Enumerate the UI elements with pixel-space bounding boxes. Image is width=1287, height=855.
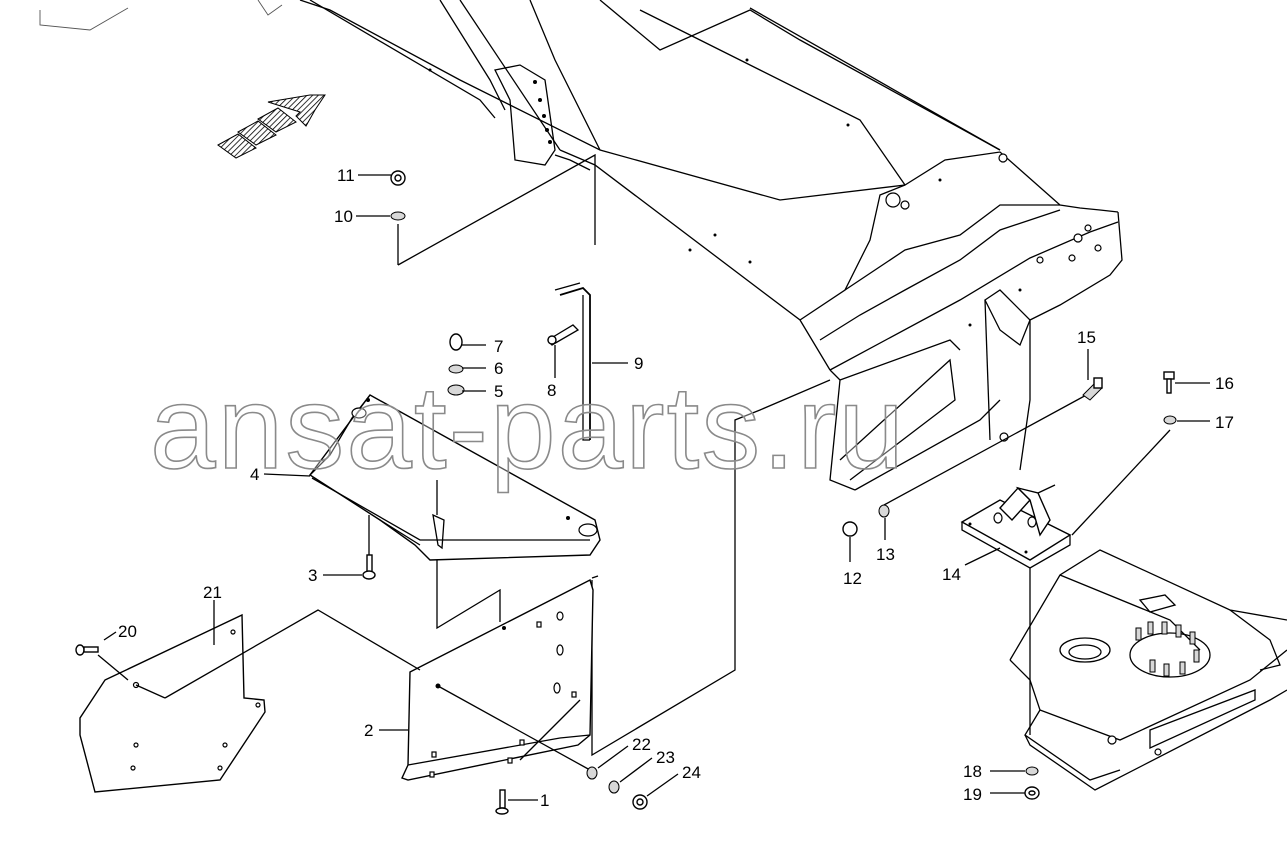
callout-14: 14 — [942, 565, 961, 584]
parts-15-16-17-hardware — [1082, 371, 1177, 425]
callout-4: 4 — [250, 465, 259, 484]
turntable-assembly — [1009, 549, 1287, 791]
callout-18: 18 — [963, 762, 982, 781]
parts-22-23-24-hardware — [437, 685, 648, 810]
callout-22: 22 — [632, 735, 651, 754]
part-8-clip — [547, 324, 580, 378]
callout-13: 13 — [876, 545, 895, 564]
callout-2: 2 — [364, 721, 373, 740]
part-21-flap — [79, 609, 421, 793]
callout-6: 6 — [494, 359, 503, 378]
parts-18-19-hardware — [1024, 766, 1040, 800]
rear-plate — [436, 379, 831, 757]
callout-17: 17 — [1215, 413, 1234, 432]
callout-11: 11 — [337, 166, 355, 185]
part-14-mount — [960, 429, 1171, 735]
part-3-bolt — [362, 515, 376, 580]
part-1-bolt — [495, 789, 509, 815]
callout-19: 19 — [963, 785, 982, 804]
watermark-text: ansat-parts.ru — [150, 362, 906, 494]
parts-5-6-7-hardware — [436, 333, 465, 515]
part-2-side-plate — [401, 578, 594, 781]
callout-23: 23 — [656, 748, 675, 767]
callout-20: 20 — [118, 622, 137, 641]
callout-3: 3 — [308, 566, 317, 585]
callout-21: 21 — [203, 583, 222, 602]
callout-16: 16 — [1215, 374, 1234, 393]
callout-10: 10 — [334, 207, 353, 226]
part-20-bolt — [75, 644, 129, 681]
stud-bolts — [1135, 621, 1200, 677]
callout-labels: 1 2 3 4 5 6 7 8 9 10 11 12 13 14 15 16 1… — [118, 166, 1234, 810]
callout-1: 1 — [540, 791, 549, 810]
part-9-rod — [554, 282, 591, 441]
leader-lines — [103, 174, 1210, 801]
callout-24: 24 — [682, 763, 701, 782]
callout-9: 9 — [634, 354, 643, 373]
upper-cover-plate — [397, 153, 596, 266]
callout-12: 12 — [843, 569, 862, 588]
parts-10-11-hardware — [390, 170, 406, 228]
travel-direction-arrow-icon — [217, 94, 326, 159]
part-4-bracket — [308, 394, 601, 561]
parts-12-13-hardware — [842, 392, 1091, 537]
callout-7: 7 — [494, 337, 503, 356]
callout-15: 15 — [1077, 328, 1096, 347]
callout-8: 8 — [547, 381, 556, 400]
machine-frame — [39, 0, 1123, 491]
callout-5: 5 — [494, 382, 503, 401]
